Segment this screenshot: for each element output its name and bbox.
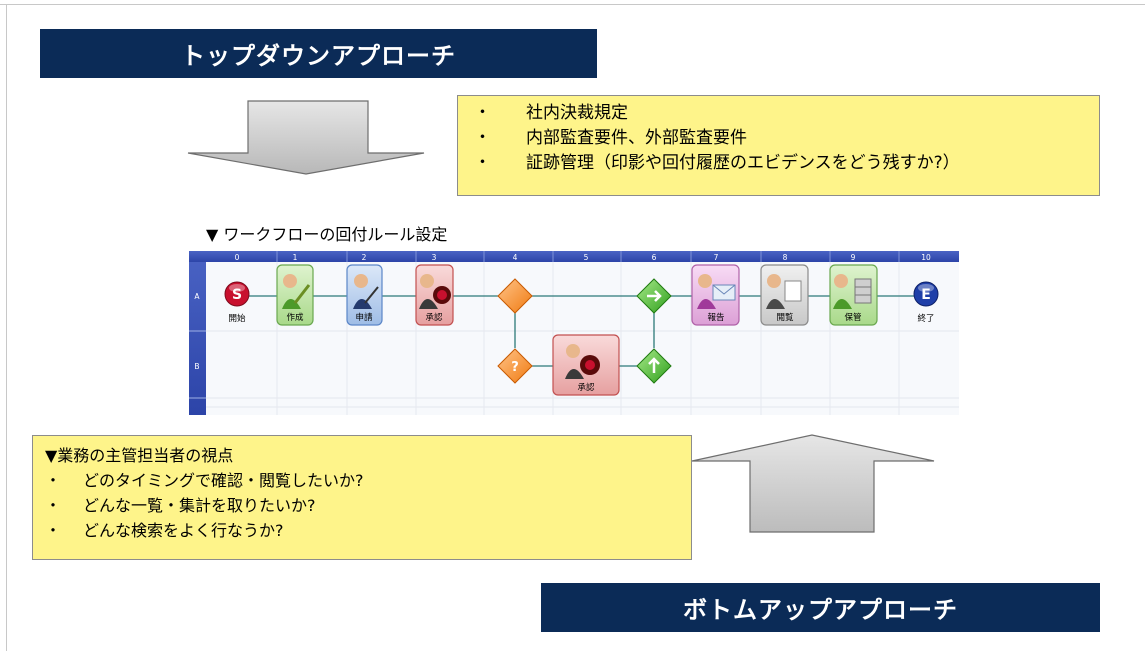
- top-down-banner: トップダウンアプローチ: [40, 29, 597, 78]
- merge-diamond: [636, 278, 672, 314]
- row-label: B: [194, 362, 199, 371]
- requirement-item: ・社内決裁規定: [474, 103, 628, 123]
- frame-top-line: [0, 4, 1145, 5]
- svg-text:開始: 開始: [228, 313, 246, 324]
- svg-text:報告: 報告: [707, 312, 724, 323]
- svg-text:承認: 承認: [425, 312, 443, 323]
- svg-text:作成: 作成: [286, 312, 304, 323]
- top-requirements-note: ・社内決裁規定 ・内部監査要件、外部監査要件 ・証跡管理（印影や回付履歴のエビデ…: [457, 95, 1100, 196]
- row-header-strip: [189, 251, 206, 415]
- column-label: 6: [652, 253, 657, 262]
- end-node: E 終了: [913, 281, 939, 324]
- column-label: 0: [235, 253, 240, 262]
- connectors: [249, 295, 914, 367]
- svg-text:承認: 承認: [577, 382, 595, 393]
- view-node: 閲覧: [760, 264, 809, 326]
- svg-text:保管: 保管: [844, 312, 861, 323]
- up-diamond: [636, 348, 672, 384]
- svg-text:S: S: [232, 287, 242, 303]
- column-header-strip: [189, 251, 959, 262]
- up-arrow-icon: [691, 434, 935, 533]
- svg-text:閲覧: 閲覧: [776, 312, 794, 323]
- svg-text:終了: 終了: [917, 313, 934, 324]
- svg-text:?: ?: [511, 360, 519, 375]
- bottom-up-banner: ボトムアップアプローチ: [541, 583, 1100, 632]
- owner-perspective-note: ▼業務の主管担当者の視点 ・どのタイミングで確認・閲覧したいか? ・どんな一覧・…: [32, 435, 692, 560]
- start-node: S 開始: [224, 281, 250, 324]
- frame-left-line: [6, 4, 7, 651]
- approve-node: 承認: [415, 264, 454, 326]
- requirement-item: ・内部監査要件、外部監査要件: [474, 128, 747, 148]
- column-label: 9: [851, 253, 856, 262]
- perspective-item: ・どんな検索をよく行なうか?: [45, 521, 284, 540]
- svg-text:申請: 申請: [355, 312, 373, 323]
- report-node: 報告: [691, 264, 740, 326]
- column-label: 7: [714, 253, 719, 262]
- down-arrow-icon: [187, 100, 425, 175]
- perspective-item: ・どのタイミングで確認・閲覧したいか?: [45, 471, 364, 490]
- apply-node: 申請: [346, 264, 383, 326]
- column-label: 2: [362, 253, 367, 262]
- workflow-caption: ▼ ワークフローの回付ルール設定: [206, 225, 448, 244]
- note-heading: ▼業務の主管担当者の視点: [45, 446, 234, 465]
- column-label: 4: [513, 253, 518, 262]
- question-diamond: ?: [497, 348, 533, 384]
- row-label: A: [194, 292, 200, 301]
- column-label: 5: [584, 253, 589, 262]
- branch-diamond: [497, 278, 533, 314]
- requirement-item: ・証跡管理（印影や回付履歴のエビデンスをどう残すか?）: [474, 153, 960, 173]
- column-label: 3: [432, 253, 437, 262]
- approve-b-node: 承認: [552, 334, 620, 396]
- column-label: 8: [783, 253, 788, 262]
- perspective-item: ・どんな一覧・集計を取りたいか?: [45, 496, 316, 515]
- workflow-diagram: 0 1 2 3 4 5 6 7 8 9 10 A B S 開始 作成 申請: [189, 251, 959, 415]
- svg-text:E: E: [921, 287, 931, 303]
- store-node: 保管: [829, 264, 878, 326]
- create-node: 作成: [276, 264, 314, 326]
- column-label: 1: [293, 253, 298, 262]
- column-label: 10: [921, 253, 931, 262]
